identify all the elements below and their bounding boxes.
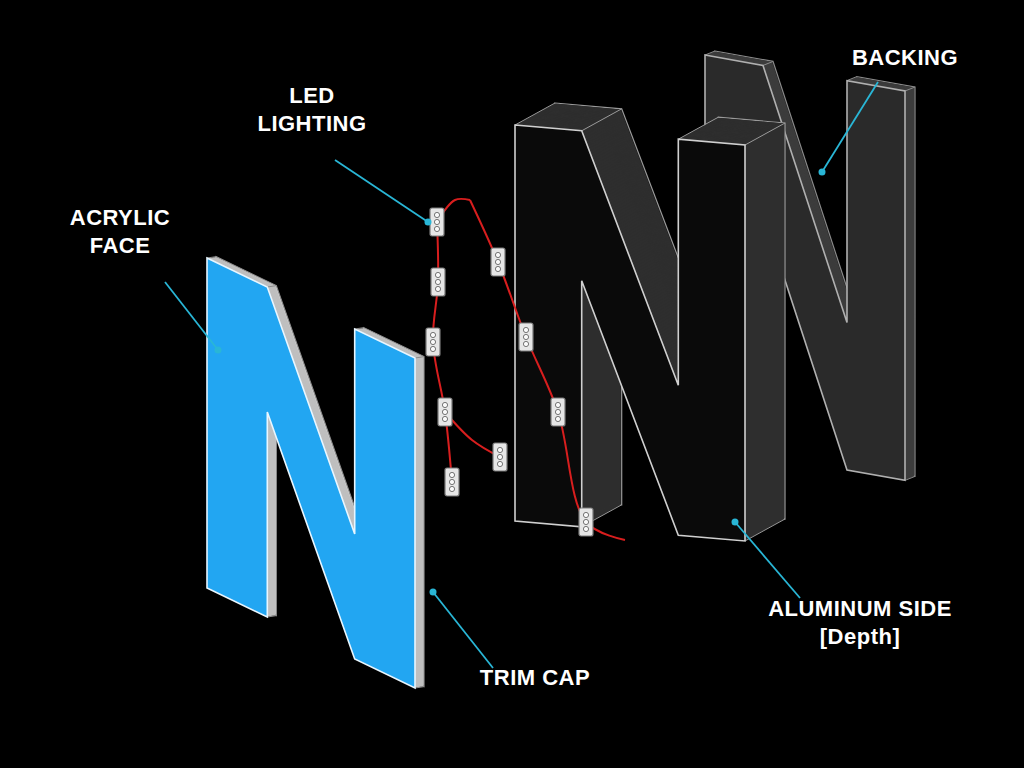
leader-dot [425, 219, 432, 226]
acrylic-face-edge [267, 616, 276, 617]
led-module [493, 443, 507, 471]
leader-line [822, 82, 878, 172]
led-housing [551, 398, 565, 426]
led-wire [445, 412, 500, 457]
acrylic-face-side [208, 258, 416, 688]
led-housing [438, 398, 452, 426]
led-chip [449, 472, 454, 477]
led-chip [523, 341, 528, 346]
leader-line [335, 160, 428, 222]
aluminum-channel-edge [745, 123, 785, 145]
led-chip [435, 286, 440, 291]
led-chip [583, 526, 588, 531]
led-module [491, 248, 505, 276]
led-chip [495, 266, 500, 271]
backing-panel-edge [905, 476, 915, 480]
led-housing [445, 468, 459, 496]
acrylic-face-edge [415, 357, 424, 358]
led-module [431, 268, 445, 296]
leaders [165, 82, 878, 668]
leader-line [433, 592, 493, 668]
acrylic-face-edge [415, 687, 424, 688]
led-housing [519, 323, 533, 351]
led-chip [523, 327, 528, 332]
led-chip [555, 402, 560, 407]
leader-dot [732, 519, 739, 526]
backing-panel-edge [847, 77, 857, 81]
led-chip [449, 479, 454, 484]
led-housing [579, 508, 593, 536]
led-chip [434, 219, 439, 224]
aluminum-channel-side [516, 125, 746, 541]
led-chip [434, 212, 439, 217]
led-chip [430, 339, 435, 344]
wiring [433, 199, 625, 540]
led-chip [442, 409, 447, 414]
led-chip [583, 512, 588, 517]
led-housing [426, 328, 440, 356]
led-wire [470, 200, 625, 540]
led-chip [555, 416, 560, 421]
aluminum-channel-edge [678, 117, 718, 139]
part-label: BACKING [840, 44, 970, 72]
leader-dot [215, 347, 222, 354]
led-chip [442, 416, 447, 421]
leader-line [165, 282, 218, 350]
aluminum-channel-edge [745, 519, 785, 541]
led-chip [430, 332, 435, 337]
aluminum-channel-front [515, 125, 745, 541]
part-label: LED LIGHTING [242, 82, 382, 137]
backing-panel-edge [705, 51, 715, 55]
part-label: ALUMINUM SIDE [Depth] [750, 595, 970, 650]
led-chip [495, 259, 500, 264]
aluminum-channel-edge [582, 109, 622, 131]
led-housing [430, 208, 444, 236]
aluminum-channel [515, 103, 785, 541]
led-chip [583, 519, 588, 524]
led-housing [493, 443, 507, 471]
led-module [426, 328, 440, 356]
leader-dot [819, 169, 826, 176]
led-module [438, 398, 452, 426]
part-label: TRIM CAP [465, 664, 605, 692]
led-housing [431, 268, 445, 296]
led-chip [442, 402, 447, 407]
led-module [579, 508, 593, 536]
led-housing [491, 248, 505, 276]
led-module [445, 468, 459, 496]
acrylic-face [207, 257, 424, 688]
leader-line [735, 522, 800, 598]
led-chip [523, 334, 528, 339]
led-module [551, 398, 565, 426]
acrylic-face-edge [267, 286, 276, 287]
acrylic-face-front [207, 258, 415, 688]
part-label: ACRYLIC FACE [55, 204, 185, 259]
leader-dot [430, 589, 437, 596]
led-chip [495, 252, 500, 257]
led-chip [497, 461, 502, 466]
led-chip [555, 409, 560, 414]
led-module [430, 208, 444, 236]
backing-panel-edge [905, 87, 915, 91]
backing-panel-edge [763, 61, 773, 65]
led-chip [449, 486, 454, 491]
led-chip [497, 447, 502, 452]
led-modules [426, 208, 593, 536]
led-chip [435, 272, 440, 277]
led-chip [435, 279, 440, 284]
led-module [519, 323, 533, 351]
aluminum-channel-edge [515, 103, 555, 125]
led-chip [430, 346, 435, 351]
led-chip [434, 226, 439, 231]
led-chip [497, 454, 502, 459]
